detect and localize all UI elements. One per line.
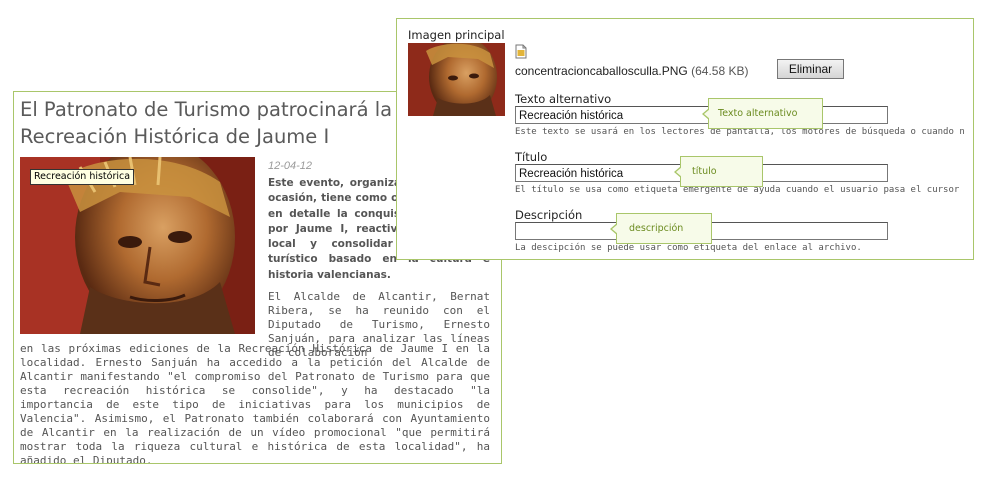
- alt-text-callout: Texto alternativo: [702, 98, 823, 129]
- article-image: [20, 157, 255, 334]
- image-tooltip: Recreación histórica: [30, 169, 135, 185]
- image-thumbnail: [408, 43, 505, 116]
- description-hint: La descipción se puede usar como etiquet…: [515, 243, 862, 253]
- alt-text-label: Texto alternativo: [515, 92, 612, 106]
- thumbnail-painting-image: [408, 43, 505, 116]
- delete-button[interactable]: Eliminar: [777, 59, 844, 79]
- article-paragraph: El Alcalde de Alcantir, Bernat Ribera, s…: [268, 290, 490, 359]
- article-body: en las próximas ediciones de la Recreaci…: [20, 342, 490, 464]
- image-editor-panel: Imagen principal concentracioncab: [396, 18, 974, 260]
- description-callout: descripción: [610, 213, 712, 244]
- title-callout: título: [674, 156, 763, 187]
- title-label: Título: [515, 150, 548, 164]
- article-date: 12-04-12: [268, 160, 313, 172]
- document-icon: [515, 44, 527, 59]
- title-hint: El título se usa como etiqueta emergente…: [515, 185, 960, 195]
- alt-text-hint: Este texto se usará en los lectores de p…: [515, 127, 965, 137]
- jaume-painting-image: [20, 157, 255, 334]
- article-title: El Patronato de Turismo patrocinará la R…: [20, 98, 393, 148]
- main-image-label: Imagen principal: [408, 28, 505, 42]
- file-name: concentracioncaballosculla.PNG (64.58 KB…: [515, 64, 748, 78]
- description-label: Descripción: [515, 208, 583, 222]
- file-size: (64.58 KB): [691, 64, 749, 78]
- file-name-text: concentracioncaballosculla.PNG: [515, 64, 688, 78]
